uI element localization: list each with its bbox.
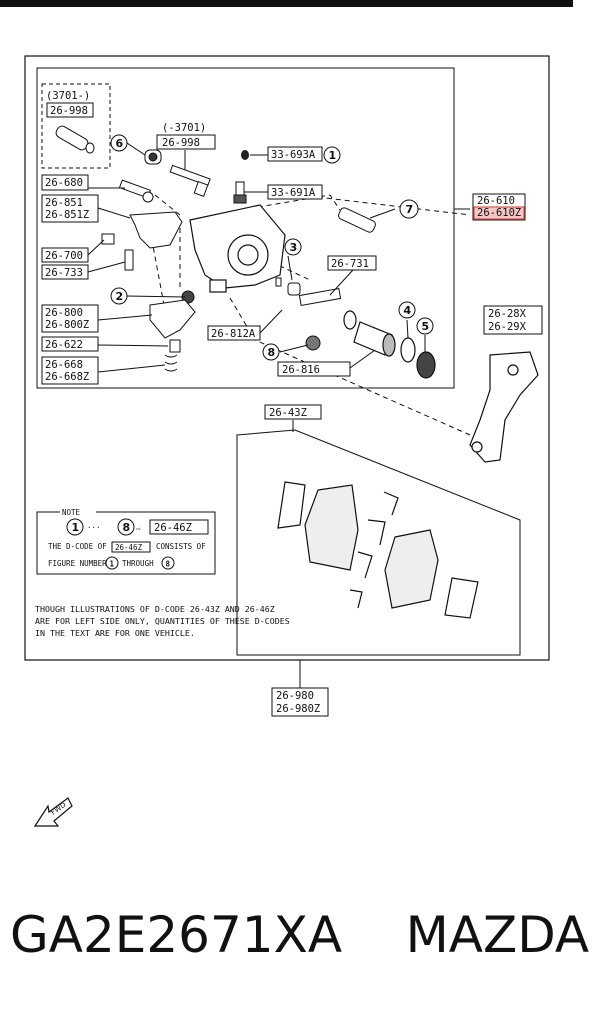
label-26-851Z: 26-851Z [45, 209, 89, 221]
note-line3b: THROUGH [122, 559, 154, 568]
circle-5: 5 [422, 320, 430, 333]
small-bolts-drawing [101, 233, 134, 271]
label-26-28X: 26-28X [488, 308, 527, 320]
circle-8: 8 [268, 346, 276, 359]
adjuster-screw-drawing [298, 288, 342, 306]
label-26-980Z: 26-980Z [276, 703, 320, 715]
outer-frame [24, 55, 550, 661]
piston-seals-drawing [400, 337, 436, 379]
spring-drawing [164, 339, 181, 372]
label-26-800Z: 26-800Z [45, 319, 89, 331]
slide-pin-drawing [338, 207, 376, 233]
caliper-frame [36, 67, 455, 389]
kit-3701-box [41, 83, 111, 169]
label-33-691A: 33-691A [271, 187, 316, 199]
label-26-668Z: 26-668Z [45, 371, 89, 383]
label-26-668: 26-668 [45, 359, 83, 371]
label-26-998-kit: 26-998 [50, 105, 88, 117]
label-3701-to: (-3701) [162, 122, 206, 134]
pads-frame [236, 429, 521, 656]
circle-6: 6 [116, 137, 124, 150]
circle-3: 3 [290, 241, 298, 254]
label-33-693A: 33-693A [271, 149, 316, 161]
brake-pads-drawing [277, 481, 479, 619]
disclaimer-line-3: IN THE TEXT ARE FOR ONE VEHICLE. [35, 628, 195, 638]
caliper-body-drawing [189, 204, 286, 293]
circled-numbers: 1 2 3 4 5 6 7 8 [110, 134, 434, 361]
guide-pin-drawing [55, 125, 95, 154]
label-26-733: 26-733 [45, 267, 83, 279]
note-circle-8: 8 [123, 521, 131, 534]
label-26-680: 26-680 [45, 177, 83, 189]
note-line3a: FIGURE NUMBERS [48, 559, 112, 568]
note-line2a: THE D-CODE OF [48, 542, 107, 551]
label-26-816: 26-816 [282, 364, 320, 376]
label-26-851: 26-851 [45, 197, 83, 209]
nut-drawing [305, 335, 321, 351]
o-ring-drawing [275, 277, 301, 296]
top-bar [0, 0, 573, 7]
snap-ring-drawing [343, 310, 357, 330]
boot-drawing [144, 149, 162, 165]
mounting-bracket-drawing [469, 351, 539, 463]
note-line2b: CONSISTS OF [156, 542, 206, 551]
leader-lines [87, 142, 470, 688]
label-3701-from: (3701-) [46, 90, 90, 102]
note-box: NOTE 1 ··· 8 ⇨ 26-46Z THE D-CODE OF 26-4… [36, 506, 216, 575]
fwd-arrow-icon: FWD [33, 797, 73, 827]
circle-2: 2 [116, 290, 124, 303]
disclaimer-line-2: ARE FOR LEFT SIDE ONLY, QUANTITIES OF TH… [35, 616, 290, 626]
note-line2-code: 26-46Z [115, 543, 143, 552]
label-26-29X: 26-29X [488, 321, 527, 333]
piston-drawing [353, 321, 396, 357]
note-line3-circle-8: 8 [166, 560, 171, 569]
lever-drawing [149, 290, 196, 339]
circle-1: 1 [329, 149, 337, 162]
union-bolt-drawing [118, 179, 154, 203]
bleeder-cap-drawing [241, 150, 249, 160]
label-26-700: 26-700 [45, 250, 83, 262]
highlight-26-610Z [473, 206, 525, 220]
labels: (3701-) 26-998 (-3701) 26-998 33-693A 33… [41, 90, 543, 717]
note-dots: ··· [87, 523, 101, 532]
label-26-43Z: 26-43Z [269, 407, 307, 419]
label-26-980: 26-980 [276, 690, 314, 702]
note-title: NOTE [62, 508, 81, 517]
label-26-998: 26-998 [162, 137, 200, 149]
note-code: 26-46Z [154, 522, 192, 534]
guide-bolt-drawing [169, 164, 211, 197]
part-number-title: GA2E2671XA MAZDA [10, 906, 590, 964]
label-26-610Z: 26-610Z [477, 207, 521, 219]
disclaimer: THOUGH ILLUSTRATIONS OF D-CODE 26-43Z AN… [35, 604, 290, 638]
note-arrow: ⇨ [136, 524, 141, 533]
circle-7: 7 [406, 203, 414, 216]
bracket-drawing [129, 211, 183, 249]
note-line3-circle-1: 1 [110, 560, 115, 569]
label-26-800: 26-800 [45, 307, 83, 319]
label-26-622: 26-622 [45, 339, 83, 351]
circle-4: 4 [404, 304, 412, 317]
note-circle-1: 1 [72, 521, 80, 534]
label-26-731: 26-731 [331, 258, 369, 270]
label-26-812A: 26-812A [211, 328, 256, 340]
disclaimer-line-1: THOUGH ILLUSTRATIONS OF D-CODE 26-43Z AN… [35, 604, 275, 614]
label-26-610: 26-610 [477, 195, 515, 207]
